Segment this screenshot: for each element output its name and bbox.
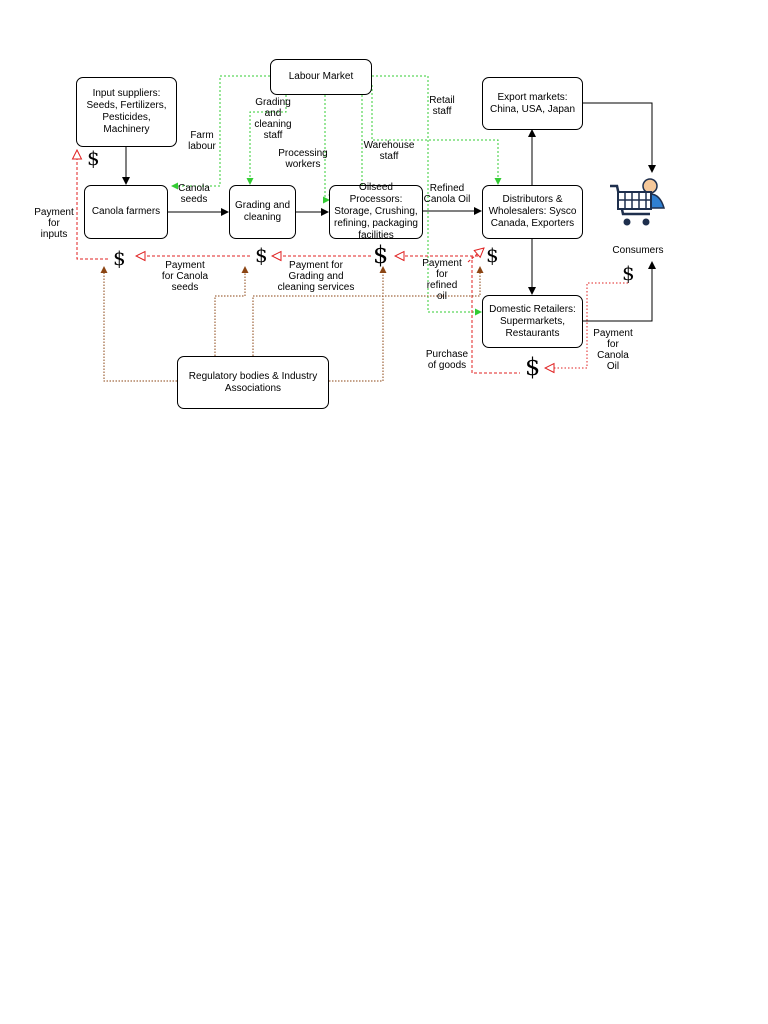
canola-farmers-node: Canola farmers — [84, 185, 168, 239]
dollar-icon-farmers: $ — [113, 246, 126, 270]
canola-seeds-label: Canola seeds — [178, 183, 210, 205]
domestic-retailers-node: Domestic Retailers: Supermarkets, Restau… — [482, 295, 583, 348]
dollar-icon-processors: $ — [373, 241, 389, 269]
input-suppliers-node: Input suppliers: Seeds, Fertilizers, Pes… — [76, 77, 177, 147]
payment-flow-arrows — [77, 150, 628, 374]
payment-grading-label: Payment for Grading and cleaning service… — [277, 260, 355, 293]
export-markets-node: Export markets: China, USA, Japan — [482, 77, 583, 130]
dollar-icon-grading: $ — [255, 243, 268, 267]
consumers-label: Consumers — [612, 245, 664, 256]
grading-cleaning-node: Grading and cleaning — [229, 185, 296, 239]
purchase-goods-label: Purchase of goods — [425, 349, 469, 371]
distributors-node: Distributors & Wholesalers: Sysco Canada… — [482, 185, 583, 239]
retail-staff-label: Retail staff — [429, 95, 455, 117]
regulatory-flow-arrows — [100, 266, 484, 382]
farm-labour-label: Farm labour — [188, 130, 216, 152]
payment-inputs-label: Payment for inputs — [34, 207, 74, 240]
grading-staff-label: Grading and cleaning staff — [254, 97, 292, 141]
product-flow-arrows — [122, 102, 656, 322]
dollar-icon-retailers: $ — [525, 353, 541, 381]
payment-canola-oil-label: Payment for Canola Oil — [593, 328, 633, 372]
labour-market-node: Labour Market — [270, 59, 372, 95]
shopping-cart-icon — [610, 178, 665, 226]
refined-canola-oil-label: Refined Canola Oil — [423, 183, 471, 205]
warehouse-staff-label: Warehouse staff — [363, 140, 415, 162]
dollar-icon-inputs: $ — [87, 146, 100, 170]
oilseed-processors-node: Oilseed Processors: Storage, Crushing, r… — [329, 182, 423, 241]
payment-canola-seeds-label: Payment for Canola seeds — [161, 260, 209, 293]
processing-workers-label: Processing workers — [278, 148, 328, 170]
labour-flow-arrows — [171, 75, 502, 316]
dollar-icon-consumers: $ — [622, 261, 635, 285]
payment-refined-oil-label: Payment for refined oil — [422, 258, 462, 302]
regulatory-bodies-node: Regulatory bodies & Industry Association… — [177, 356, 329, 409]
dollar-icon-distributors: $ — [486, 243, 499, 267]
